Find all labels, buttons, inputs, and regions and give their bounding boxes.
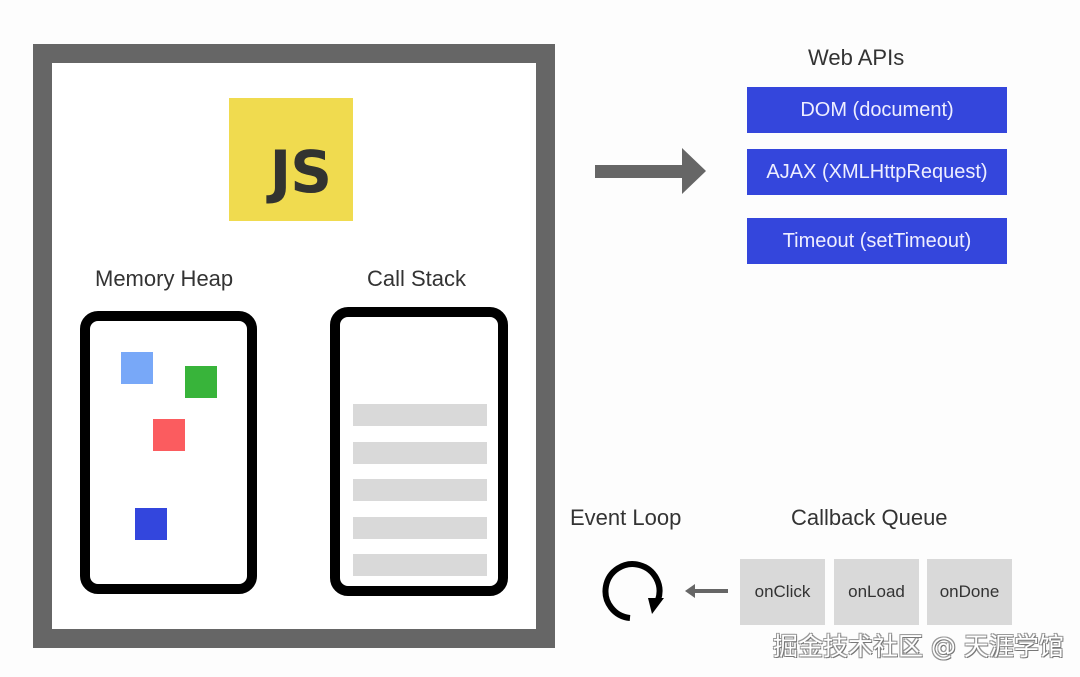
stack-frame bbox=[353, 517, 487, 539]
web-api-timeout: Timeout (setTimeout) bbox=[747, 218, 1007, 264]
callback-onload: onLoad bbox=[834, 559, 919, 625]
heap-object-green bbox=[185, 366, 217, 398]
web-api-dom: DOM (document) bbox=[747, 87, 1007, 133]
memory-heap bbox=[80, 311, 257, 594]
stack-frame bbox=[353, 479, 487, 501]
arrow-left-icon bbox=[685, 584, 728, 598]
callback-onclick: onClick bbox=[740, 559, 825, 625]
js-logo: JS bbox=[229, 98, 353, 221]
stack-frame bbox=[353, 404, 487, 426]
callback-ondone: onDone bbox=[927, 559, 1012, 625]
web-api-ajax: AJAX (XMLHttpRequest) bbox=[747, 149, 1007, 195]
arrow-right-icon bbox=[595, 148, 706, 194]
memory-heap-title: Memory Heap bbox=[95, 266, 234, 291]
stack-frame bbox=[353, 442, 487, 464]
callback-queue-title: Callback Queue bbox=[791, 505, 948, 530]
call-stack-title: Call Stack bbox=[367, 266, 467, 291]
js-logo-text: JS bbox=[269, 138, 332, 206]
heap-object-light-blue bbox=[121, 352, 153, 384]
heap-object-red bbox=[153, 419, 185, 451]
event-loop-title: Event Loop bbox=[570, 505, 682, 530]
web-apis-title: Web APIs bbox=[808, 45, 905, 70]
heap-object-blue bbox=[135, 508, 167, 540]
watermark: 掘金技术社区 @ 天涯学馆 bbox=[773, 632, 1064, 661]
event-loop-icon bbox=[602, 561, 664, 621]
stack-frame bbox=[353, 554, 487, 576]
